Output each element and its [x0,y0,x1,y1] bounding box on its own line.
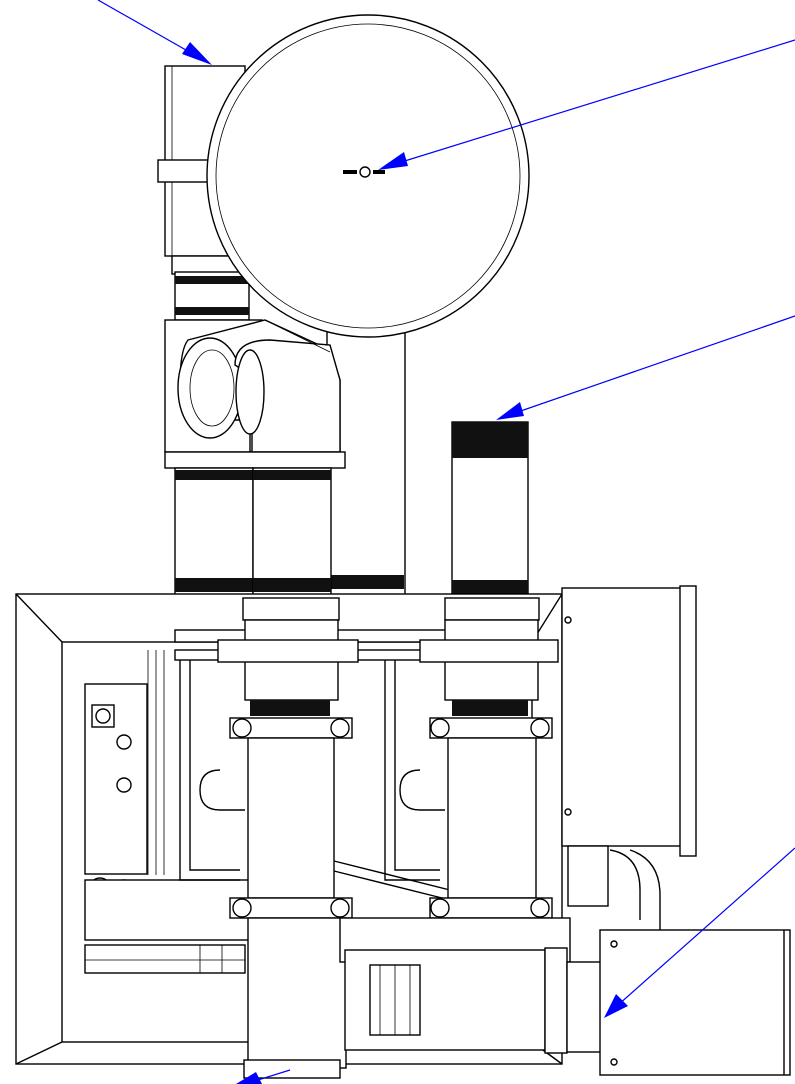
lower-horizontal-rail [84,879,256,974]
bottom-manifold [339,917,571,1054]
lower-left-couplings [164,451,346,597]
threaded-nipple [451,421,529,601]
left-column [217,597,359,1079]
conduit-fitting [567,845,661,930]
right-column [419,597,559,919]
leader-right-box [604,847,795,1018]
leader-bottom-outlet [236,1069,291,1084]
leader-threaded-nipple [496,315,795,420]
leader-top-left [97,0,212,65]
elbow-fitting [177,319,341,453]
electrical-box [561,585,697,857]
lower-right-box [566,929,791,1076]
round-gauge [206,14,530,338]
leader-gauge-center [378,39,795,170]
